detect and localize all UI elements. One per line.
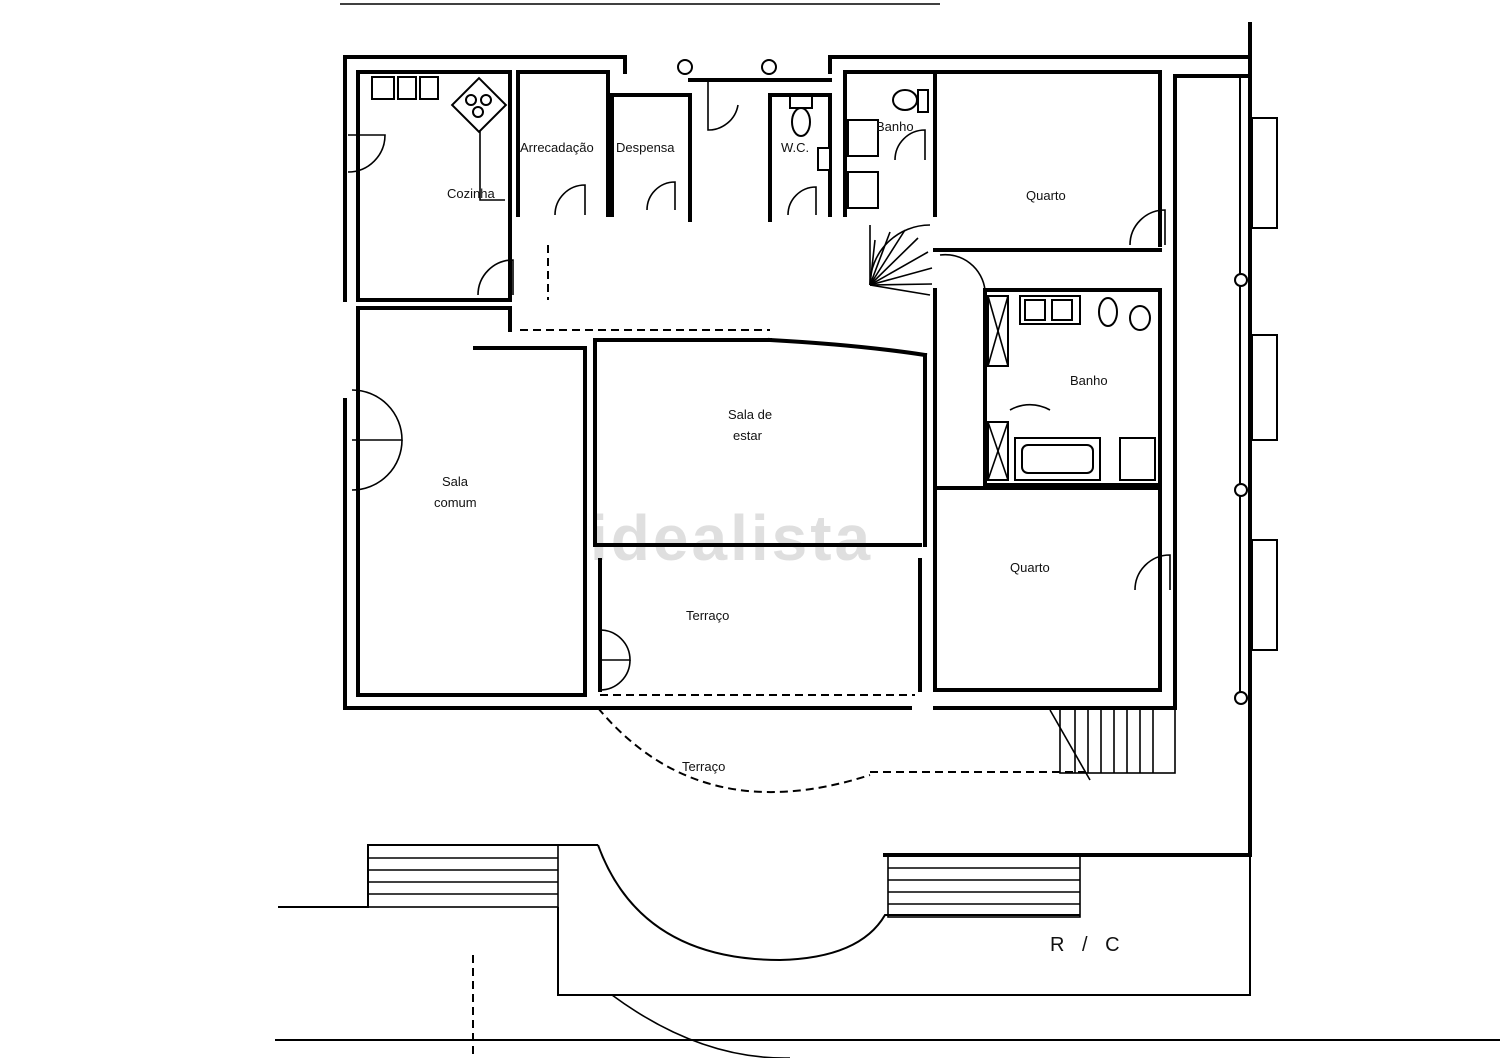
level-label: R / C [1050, 934, 1126, 956]
fixtures [371, 59, 1278, 705]
label-wc: W.C. [781, 140, 809, 155]
label-banho-top: Banho [876, 119, 914, 134]
label-banho-right: Banho [1070, 373, 1108, 388]
label-sala-estar-line2: estar [733, 428, 763, 443]
doors [347, 82, 1171, 691]
inner-walls [356, 70, 1162, 697]
exterior-stairs [367, 707, 1176, 918]
dashed-outlines [520, 245, 1090, 793]
label-cozinha: Cozinha [447, 186, 495, 201]
watermark: idealista [590, 502, 873, 574]
label-sala-comum-line1: Sala [442, 474, 469, 489]
label-quarto-right: Quarto [1010, 560, 1050, 575]
label-despensa: Despensa [616, 140, 675, 155]
label-quarto-top: Quarto [1026, 188, 1066, 203]
label-sala-comum-line2: comum [434, 495, 477, 510]
spiral-stair [869, 224, 933, 296]
label-sala-estar-line1: Sala de [728, 407, 772, 422]
label-terraco-outer: Terraço [682, 759, 725, 774]
outer-walls [343, 22, 1252, 857]
label-terraco-inner: Terraço [686, 608, 729, 623]
label-arrecadacao: Arrecadação [520, 140, 594, 155]
site-outline [275, 844, 1500, 1058]
